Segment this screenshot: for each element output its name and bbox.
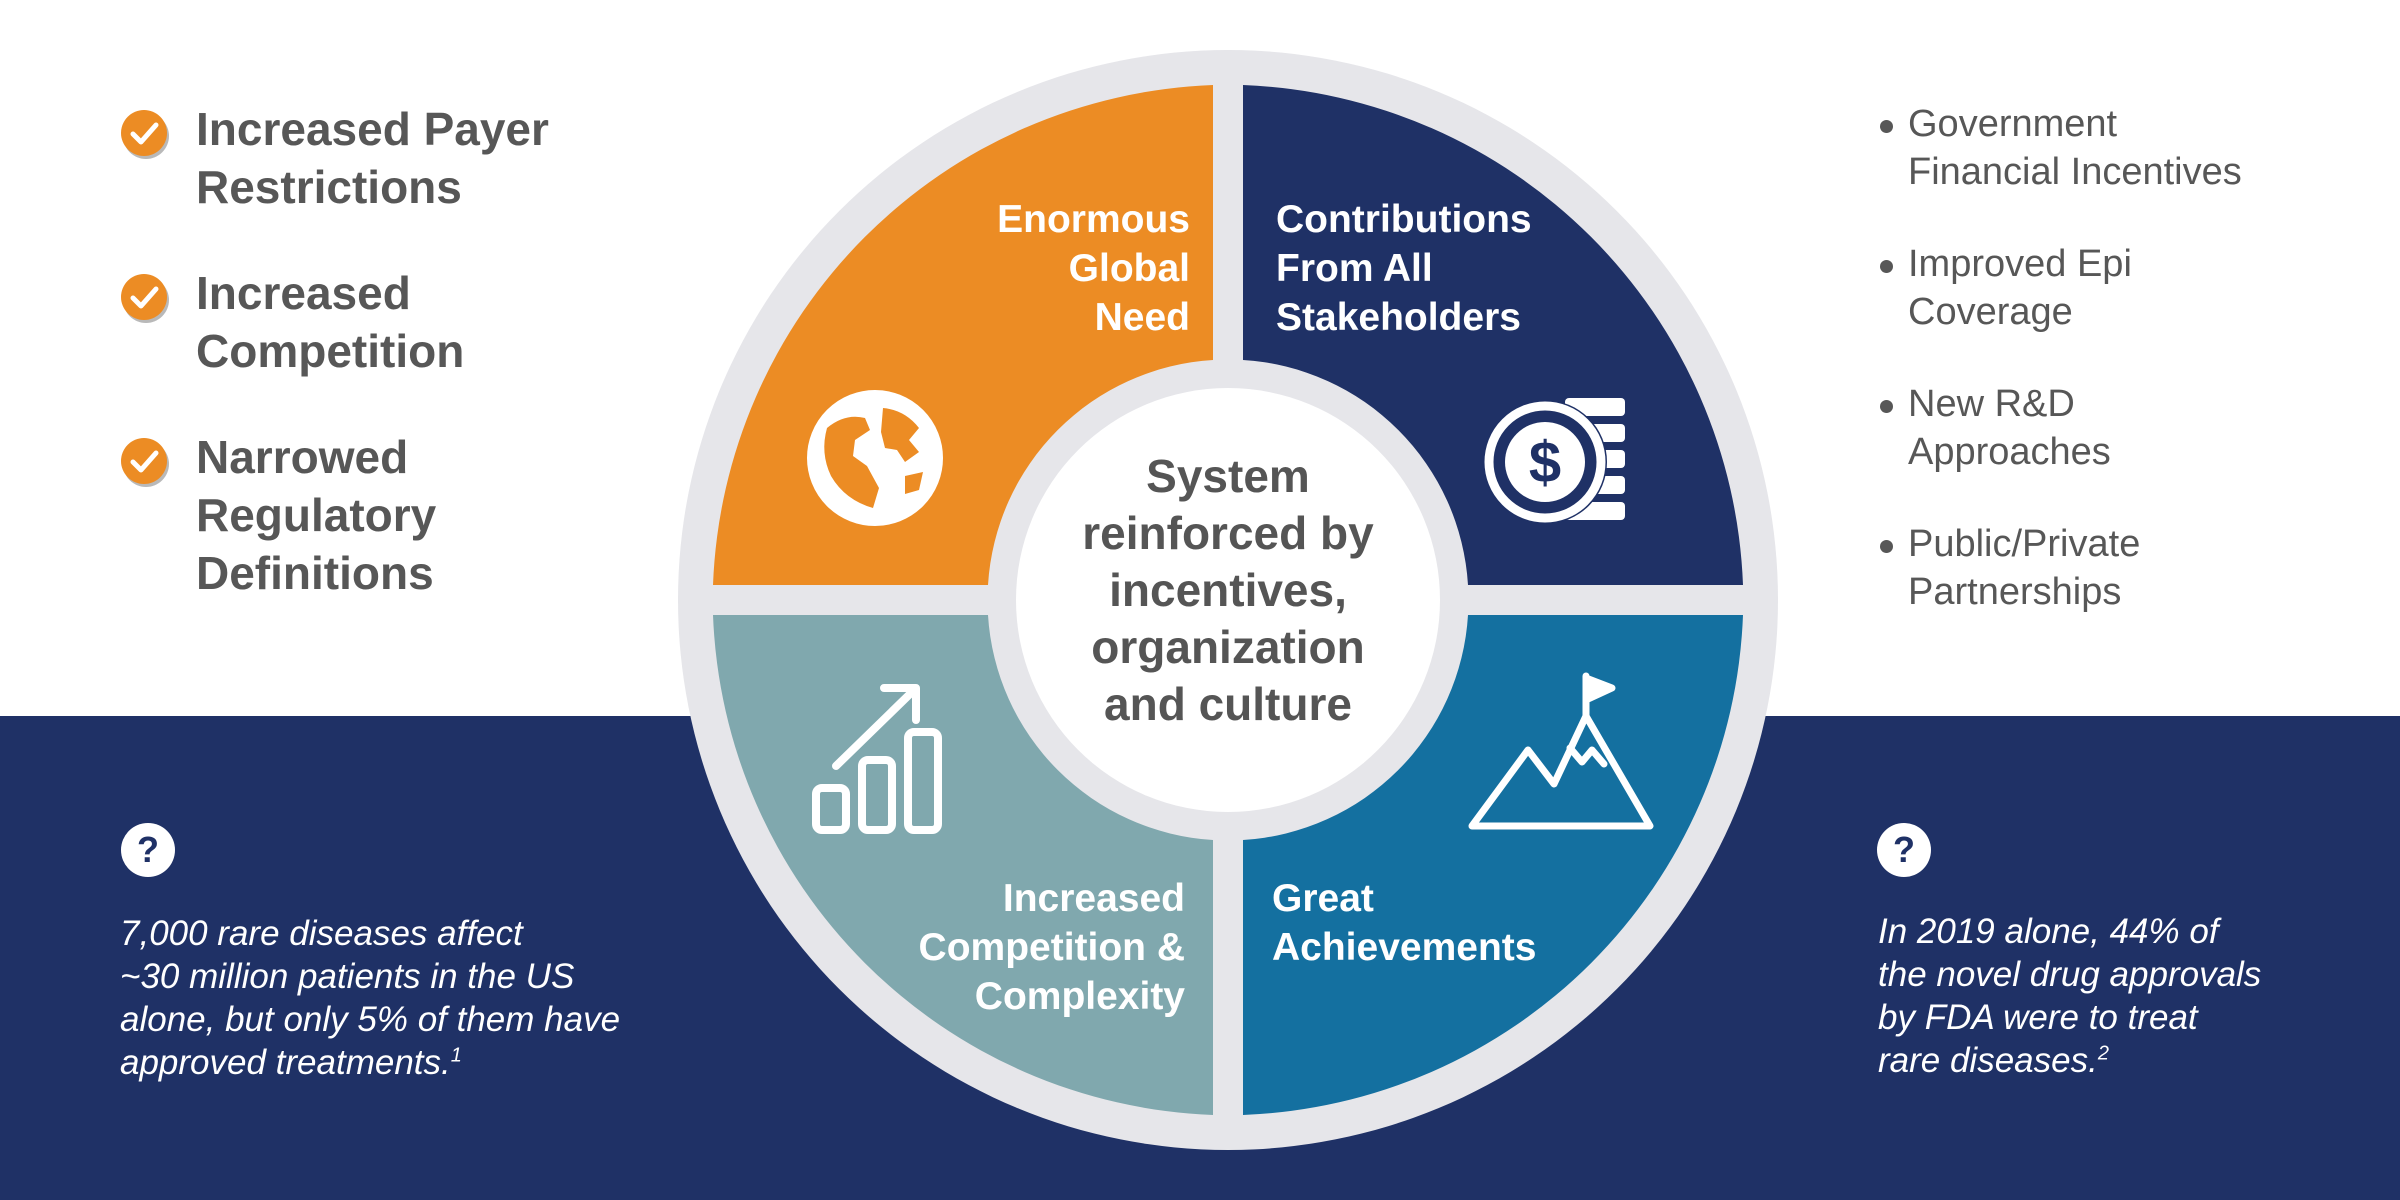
bullet-icon [1880, 260, 1893, 273]
fact-right: In 2019 alone, 44% of the novel drug app… [1878, 910, 2358, 1082]
check-circle-icon [121, 438, 169, 487]
globe-icon [807, 390, 943, 526]
quadrant-label-stakeholders: Contributions From All Stakeholders [1276, 198, 1532, 339]
fact-left: 7,000 rare diseases affect ~30 million p… [120, 912, 680, 1084]
wheel-center [1016, 388, 1440, 812]
quadrant-achievements [1243, 615, 1743, 1115]
list-item-label: Increased Payer Restrictions [196, 103, 549, 213]
fact-right-footnote: 2 [2097, 1042, 2109, 1065]
list-item-label: Increased Competition [196, 267, 465, 377]
mountain-flag-icon [1468, 672, 1654, 830]
list-item: Increased Competition [120, 264, 680, 380]
svg-text:?: ? [1893, 829, 1915, 870]
svg-text:$: $ [1529, 430, 1561, 495]
svg-text:?: ? [137, 829, 159, 870]
challenges-list: Increased Payer Restrictions Increased C… [120, 100, 680, 650]
bullet-icon [1880, 540, 1893, 553]
fact-left-text: 7,000 rare diseases affect ~30 million p… [120, 914, 621, 1082]
list-item: Government Financial Incentives [1880, 100, 2340, 196]
solutions-list: Government Financial Incentives Improved… [1880, 100, 2340, 660]
list-item-label: Narrowed Regulatory Definitions [196, 431, 437, 599]
dollar-coins-icon: $ [1483, 398, 1625, 524]
list-item-label: Government Financial Incentives [1908, 103, 2242, 193]
list-item-label: Improved Epi Coverage [1908, 243, 2132, 333]
list-item: New R&D Approaches [1880, 380, 2340, 476]
list-item-label: Public/Private Partnerships [1908, 523, 2141, 613]
fact-left-footnote: 1 [450, 1044, 462, 1067]
list-item: Increased Payer Restrictions [120, 100, 680, 216]
question-icon: ? [1877, 823, 1931, 877]
quadrant-label-achievements: Great Achievements [1272, 877, 1537, 969]
bullet-icon [1880, 400, 1893, 413]
check-circle-icon [121, 274, 169, 323]
growth-chart-icon [812, 684, 942, 834]
question-icon: ? [121, 823, 175, 877]
list-item: Narrowed Regulatory Definitions [120, 428, 680, 602]
wheel-center-text: System reinforced by incentives, organiz… [1082, 450, 1374, 730]
list-item: Public/Private Partnerships [1880, 520, 2340, 616]
list-item: Improved Epi Coverage [1880, 240, 2340, 336]
quadrant-label-competition: Increased Competition & Complexity [918, 877, 1185, 1018]
fact-right-text: In 2019 alone, 44% of the novel drug app… [1878, 912, 2262, 1080]
quadrant-competition [713, 615, 1213, 1115]
check-circle-icon [121, 110, 169, 159]
list-item-label: New R&D Approaches [1908, 383, 2111, 473]
bullet-icon [1880, 120, 1893, 133]
quadrant-label-global-need: Enormous Global Need [997, 198, 1190, 339]
